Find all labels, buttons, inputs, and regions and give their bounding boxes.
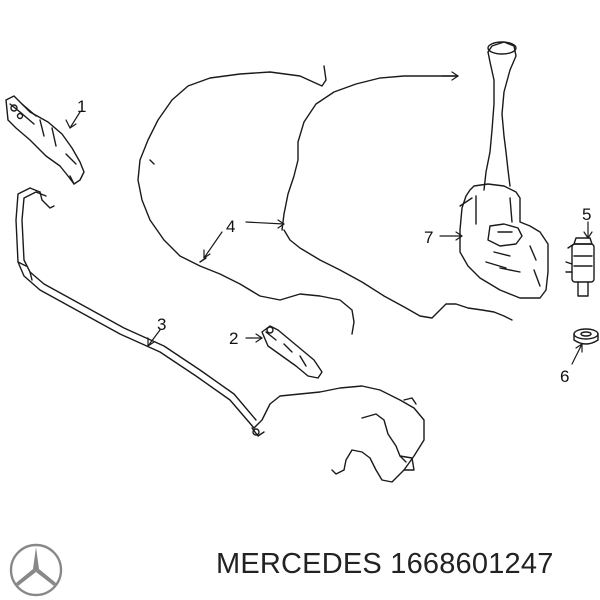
part-2-nozzle <box>261 325 323 379</box>
callout-3: 3 <box>157 315 166 334</box>
part-3-hose <box>15 187 425 483</box>
leader-6 <box>571 343 583 365</box>
part-7-reservoir <box>459 41 549 299</box>
callout-1: 1 <box>77 97 86 116</box>
leader-3 <box>147 329 161 347</box>
callout-4: 4 <box>226 217 235 236</box>
leader-lines <box>65 71 593 365</box>
leader-4a <box>203 231 223 259</box>
callout-7: 7 <box>424 228 433 247</box>
callout-labels: 1 2 3 4 5 6 7 <box>77 97 591 386</box>
footer-label: MERCEDES 1668601247 <box>216 548 596 581</box>
part-5-pump <box>565 237 595 297</box>
leader-4b <box>245 221 285 225</box>
leader-1 <box>69 111 81 129</box>
part-4-hose <box>137 65 513 335</box>
callout-5: 5 <box>582 205 591 224</box>
mercedes-star-icon <box>9 543 63 597</box>
callout-2: 2 <box>229 329 238 348</box>
part-1-nozzle <box>5 95 85 185</box>
callout-6: 6 <box>560 367 569 386</box>
part-number: 1668601247 <box>390 548 554 580</box>
brand-name: MERCEDES <box>216 548 382 580</box>
washer-system-diagram: 1 2 3 4 5 6 7 <box>5 41 599 483</box>
part-6-grommet <box>573 328 599 345</box>
